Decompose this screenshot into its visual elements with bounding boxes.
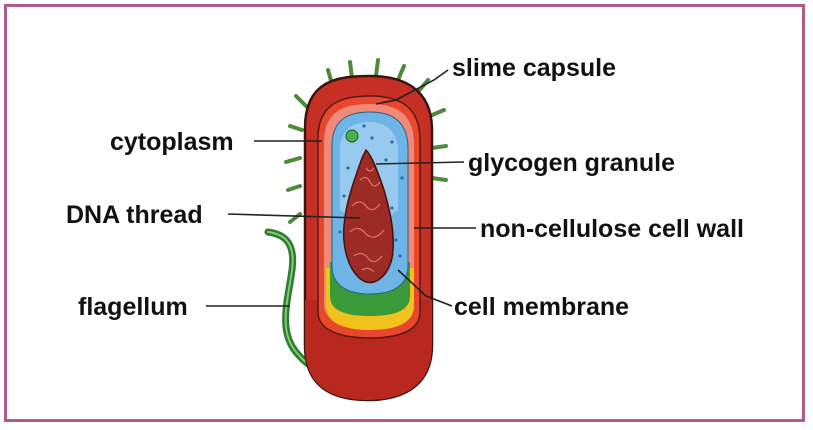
label-flagellum: flagellum	[78, 293, 188, 321]
label-dna-thread: DNA thread	[66, 201, 203, 229]
label-slime-capsule: slime capsule	[452, 54, 616, 82]
label-cytoplasm: cytoplasm	[110, 128, 234, 156]
label-glycogen-granule: glycogen granule	[468, 149, 675, 177]
label-cell-wall: non-cellulose cell wall	[480, 215, 744, 243]
glycogen-granule-shape	[346, 130, 358, 142]
label-cell-membrane: cell membrane	[454, 293, 629, 321]
